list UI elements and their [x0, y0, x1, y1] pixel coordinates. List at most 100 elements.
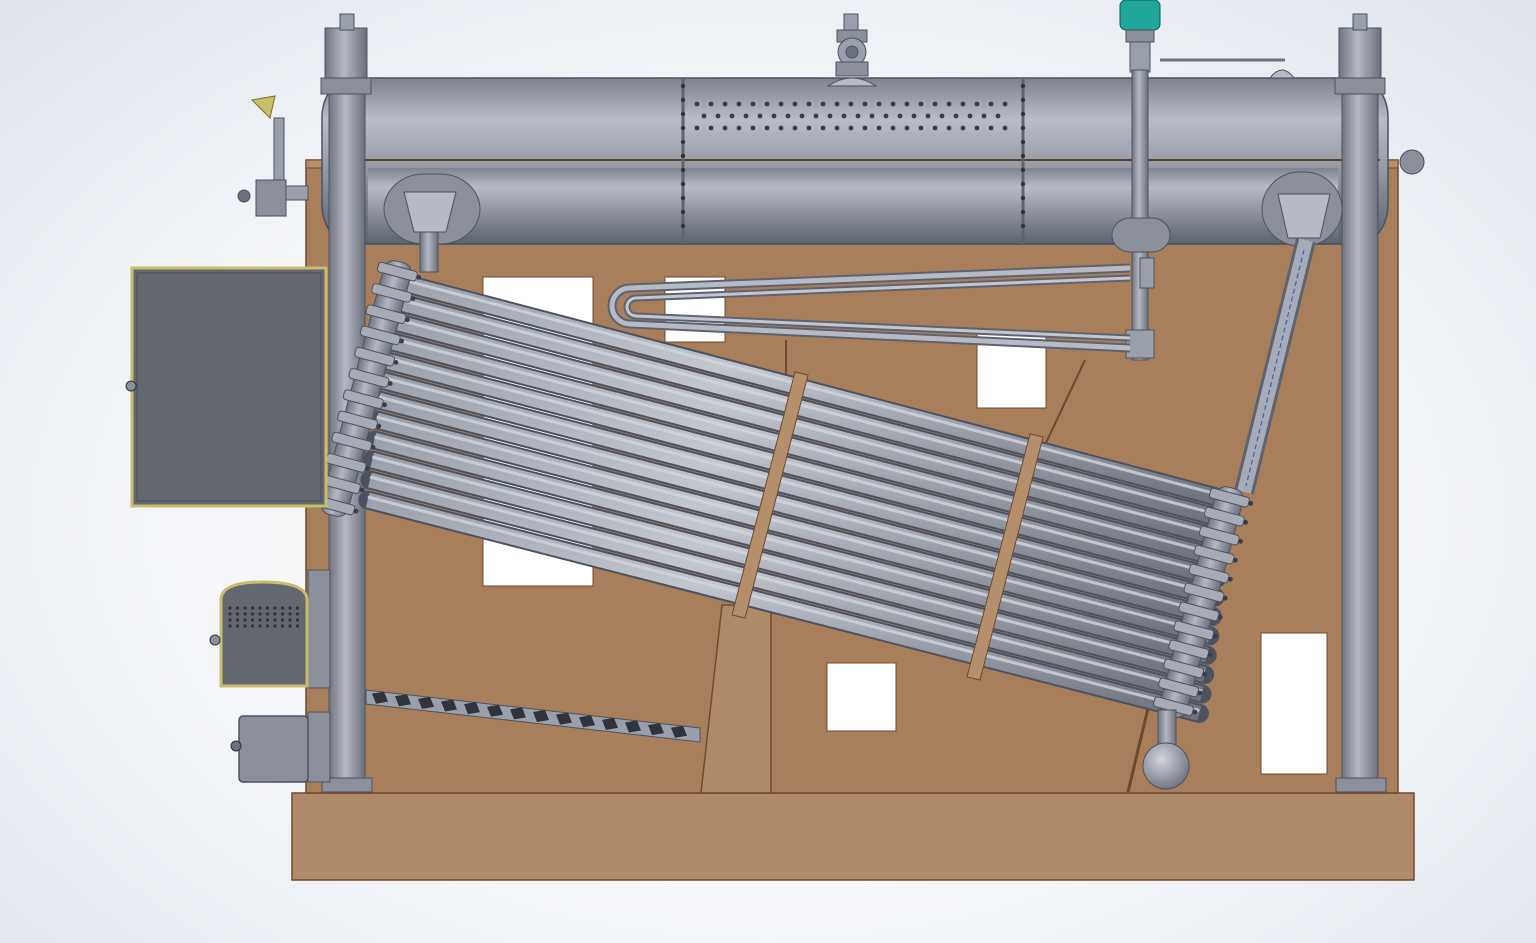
tube-support-plate-2 [966, 433, 1044, 681]
tube-highlight [385, 335, 1221, 557]
tube [379, 372, 1217, 605]
vent-hole [258, 618, 262, 622]
generating-tube-bank [358, 270, 1238, 723]
header-bolt [1243, 519, 1248, 525]
grate-bar [418, 696, 434, 709]
vent-hole [243, 612, 247, 616]
fire-door[interactable] [209, 569, 331, 689]
grate-bar [441, 699, 457, 712]
header-bolt [370, 444, 376, 450]
drum-rivet [953, 113, 959, 119]
drum-rivet [904, 101, 910, 107]
seam-rivet [1020, 83, 1026, 89]
drum-rivet [694, 125, 700, 131]
seam-rivet [680, 111, 686, 117]
drum-rivet [806, 101, 812, 107]
vent-hole [243, 606, 247, 610]
front-downcomer [383, 173, 481, 273]
header-bolt [1192, 709, 1198, 715]
drum-rivet [694, 101, 700, 107]
upper-access-door[interactable] [125, 266, 328, 508]
tube-highlight [378, 395, 1213, 615]
drum-rivet [736, 101, 742, 107]
tube-highlight [389, 295, 1226, 518]
water-gauge-assembly [237, 95, 309, 217]
vent-hole [250, 624, 255, 628]
tube [387, 292, 1228, 527]
drum-rivet [897, 113, 903, 119]
grate-bar [395, 694, 411, 707]
vent-hole [273, 624, 277, 628]
grate-bar [464, 702, 480, 715]
vent-hole [250, 606, 255, 610]
drum-rivet [778, 125, 784, 131]
header-bolt [416, 274, 422, 280]
drum-rivet [946, 125, 952, 131]
drum-rivet [722, 101, 728, 107]
ash-door-handle-icon[interactable] [230, 740, 242, 752]
drum-rivet [834, 125, 840, 131]
superheater-loop [607, 257, 1155, 353]
fire-door-handle-icon[interactable] [209, 634, 221, 646]
drum-rivet [841, 113, 847, 119]
drum-rivet [890, 125, 896, 131]
grate-bar [648, 723, 664, 736]
seam-rivet [680, 139, 686, 145]
header-bolt [1217, 614, 1223, 620]
door-handle-icon[interactable] [125, 380, 137, 392]
drum-rivet [925, 113, 931, 119]
seam-rivet [1020, 195, 1026, 201]
drum-rivet [743, 113, 749, 119]
seam-rivet [1020, 139, 1026, 145]
drum-rivet [848, 101, 854, 107]
seam-rivet [680, 167, 686, 173]
vent-hole [280, 606, 285, 610]
grate-bar [602, 717, 618, 730]
vent-hole [228, 612, 232, 616]
vent-hole [288, 612, 292, 616]
vent-hole [235, 624, 240, 628]
header-bolt [1233, 557, 1238, 563]
drum-rivet [820, 125, 826, 131]
drum-rivet [876, 101, 882, 107]
drum-rivet [778, 101, 784, 107]
drum-rivet [967, 113, 973, 119]
tube-highlight [382, 355, 1218, 577]
drum-rivet [988, 125, 994, 131]
drum-rivet [848, 125, 854, 131]
header-bolt [1222, 595, 1228, 601]
ash-door[interactable] [230, 711, 331, 783]
tube-highlight [376, 415, 1211, 635]
grate-bar [372, 691, 388, 704]
seam-rivet [1020, 111, 1026, 117]
seam-rivet [680, 195, 686, 201]
fire-door-vents [228, 606, 300, 628]
tube-highlight [367, 495, 1200, 712]
tube [390, 272, 1230, 508]
drum-rivet [792, 101, 798, 107]
tube-highlight [374, 435, 1208, 654]
drum-rivet [834, 101, 840, 107]
vent-hole [250, 618, 255, 622]
drum-rivet [862, 125, 868, 131]
right-column [1334, 13, 1387, 793]
vent-hole [235, 618, 240, 622]
drum-rivet [785, 113, 791, 119]
drum-rivet [764, 125, 770, 131]
steam-drum [321, 77, 1389, 245]
seam-rivet [680, 97, 686, 103]
vent-hole [265, 624, 270, 628]
drum-rivet [708, 125, 714, 131]
vent-hole [228, 606, 232, 610]
header-bolt [393, 359, 399, 365]
drum-rivet [855, 113, 861, 119]
drum-rivet [757, 113, 763, 119]
drum-rivet [806, 125, 812, 131]
grate-bar [487, 704, 503, 717]
drum-end-handwheel [1399, 149, 1425, 175]
fire-grate [365, 689, 701, 743]
vent-hole [243, 618, 247, 622]
header-bolt [1227, 576, 1233, 582]
top-valve-right [1119, 0, 1296, 361]
header-bolt [382, 402, 387, 408]
